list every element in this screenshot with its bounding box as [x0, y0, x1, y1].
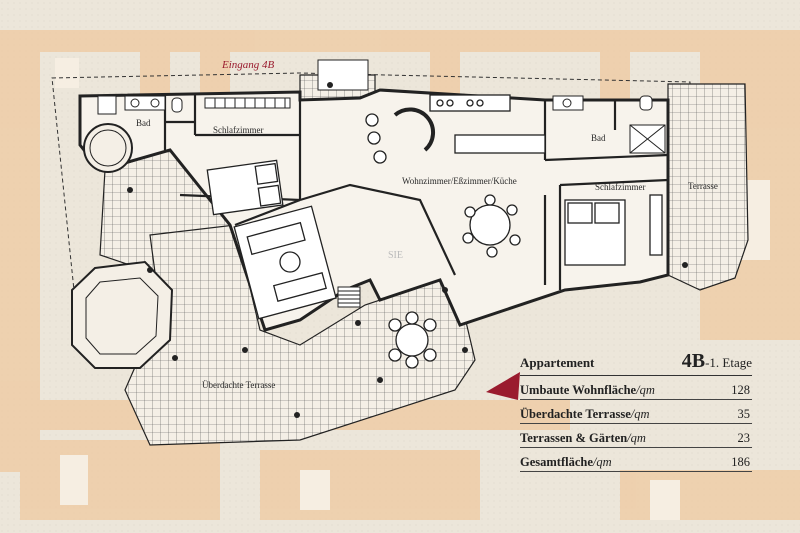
bath-right-fixtures	[552, 95, 666, 154]
info-floor: -1. Etage	[705, 355, 752, 370]
info-row-label: Umbaute Wohnfläche/qm	[520, 383, 655, 398]
terrace-table	[388, 311, 437, 369]
info-row-name: Umbaute Wohnfläche	[520, 383, 637, 397]
info-row-name: Überdachte Terrasse	[520, 407, 631, 421]
watermark: SIE	[388, 250, 403, 261]
info-row-value: 128	[731, 383, 750, 397]
room-label-bad-left: Bad	[136, 118, 151, 128]
octagonal-bay-inner	[85, 277, 159, 355]
apartment-marker	[486, 372, 520, 400]
octagonal-bay	[71, 260, 174, 369]
info-row: Umbaute Wohnfläche/qm 128	[520, 376, 752, 400]
room-label-ueberdachte-terrasse: Überdachte Terrasse	[202, 380, 276, 390]
round-shower	[83, 123, 133, 173]
kitchen-counter	[365, 94, 546, 164]
apartment-info-table: Appartement 4B-1. Etage Umbaute Wohnfläc…	[520, 350, 752, 472]
room-label-terrasse: Terrasse	[688, 181, 718, 191]
info-unit-number: 4B	[681, 350, 706, 372]
info-row-unit: /qm	[592, 455, 612, 469]
info-row-unit: /qm	[630, 407, 650, 421]
interior-walls	[163, 95, 669, 290]
info-row-unit: /qm	[627, 431, 646, 445]
info-row-value: 23	[737, 431, 751, 445]
info-title: Appartement	[520, 355, 595, 370]
info-row-name: Gesamtfläche	[520, 455, 593, 469]
plant-markers	[127, 82, 688, 418]
info-row: Gesamtfläche/qm 186	[520, 448, 752, 472]
room-label-schlafzimmer-right: Schlafzimmer	[595, 182, 646, 192]
entrance-label: Eingang 4B	[222, 59, 275, 71]
info-row-value: 35	[737, 407, 751, 421]
bed-left	[206, 159, 284, 216]
info-row-label: Überdachte Terrasse/qm	[520, 407, 650, 422]
info-row: Überdachte Terrasse/qm 35	[520, 400, 752, 424]
info-row-value: 186	[731, 455, 750, 469]
info-header: Appartement 4B-1. Etage	[520, 350, 752, 376]
terraces	[99, 74, 749, 446]
info-unit: 4B-1. Etage	[682, 350, 752, 373]
info-row-label: Terrassen & Gärten/qm	[520, 431, 646, 446]
bath-left-fixtures	[97, 95, 183, 115]
stairs	[317, 59, 369, 308]
room-label-wohnzimmer: Wohnzimmer/Eßzimmer/Küche	[402, 176, 517, 186]
living-sofa	[233, 205, 337, 320]
wardrobe-left	[204, 97, 291, 109]
property-boundary	[51, 72, 691, 301]
info-row-label: Gesamtfläche/qm	[520, 455, 612, 470]
dining-table	[462, 194, 521, 258]
info-row: Terrassen & Gärten/qm 23	[520, 424, 752, 448]
info-row-unit: /qm	[636, 383, 655, 397]
bed-right	[564, 194, 663, 266]
info-row-name: Terrassen & Gärten	[520, 431, 628, 445]
round-shower-inner	[89, 129, 127, 167]
room-label-schlafzimmer-left: Schlafzimmer	[213, 125, 264, 135]
room-label-bad-right: Bad	[591, 133, 606, 143]
